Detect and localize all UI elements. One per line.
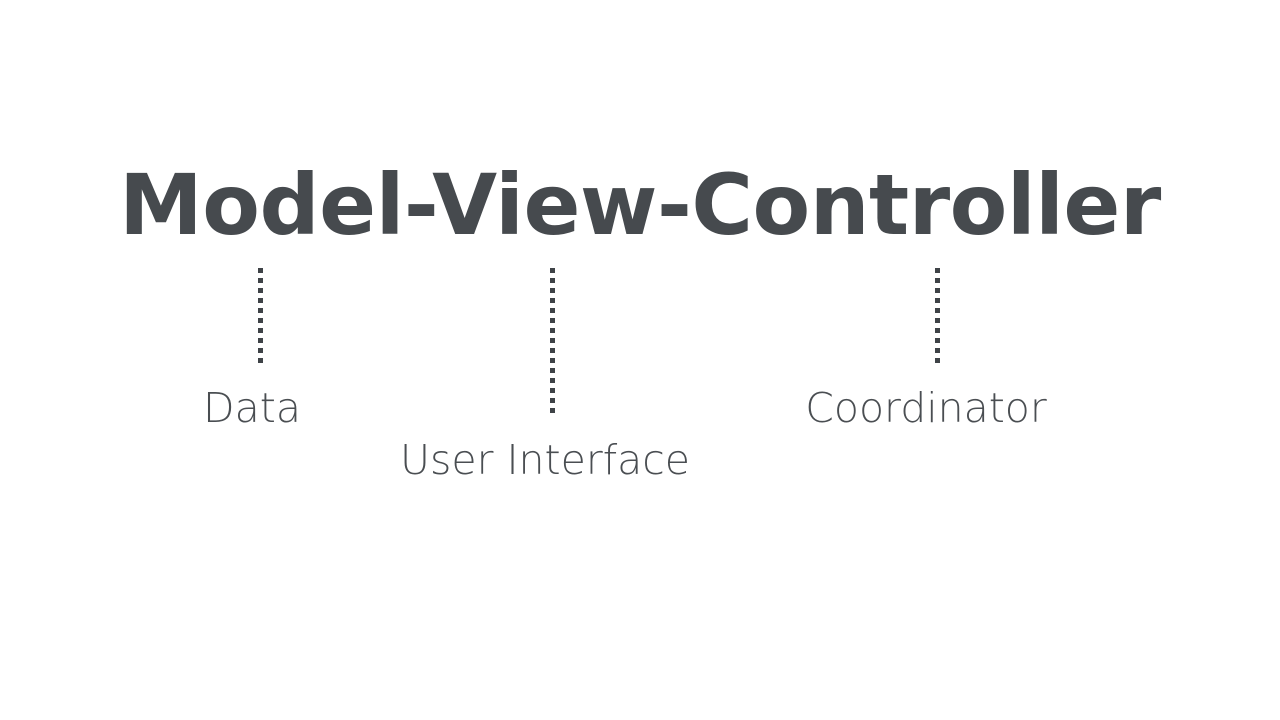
dotted-connector-model (258, 268, 263, 367)
annotation-label-model: Data (203, 384, 301, 432)
annotation-label-view: User Interface (399, 436, 691, 484)
page-title: Model-View-Controller (119, 156, 1161, 254)
dotted-connector-view (550, 268, 555, 418)
dotted-connector-controller (935, 268, 940, 363)
annotation-label-controller: Coordinator (805, 384, 1047, 432)
